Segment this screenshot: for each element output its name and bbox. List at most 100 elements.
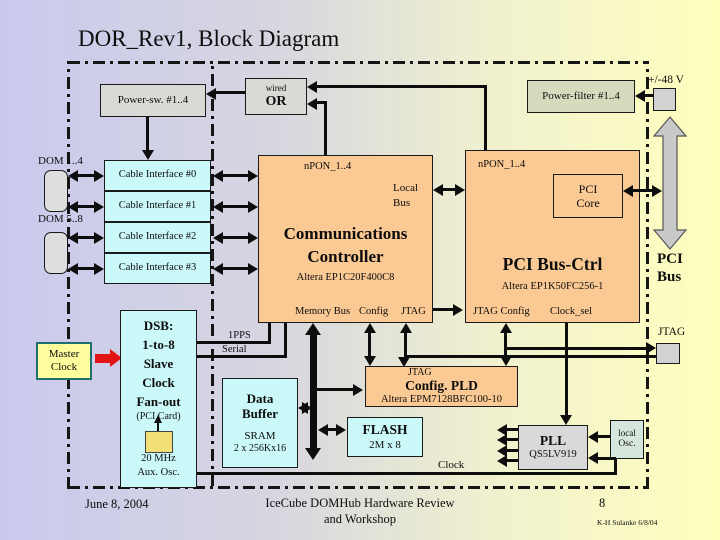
arrowhead	[455, 184, 465, 196]
arrowhead	[213, 232, 223, 244]
arrowhead	[213, 201, 223, 213]
config-pld-box: JTAG Config. PLD Altera EPM7128BFC100-10	[365, 366, 518, 407]
wire	[222, 205, 249, 208]
comm-part-number: Altera EP1C20F400C8	[296, 272, 395, 283]
wire	[565, 323, 568, 416]
cable-interface-2: Cable Interface #2	[104, 222, 211, 253]
footer-credit: K-H Sulanke 6/8/04	[597, 518, 658, 527]
jtag-connector-label: JTAG	[658, 326, 686, 338]
wire	[368, 332, 371, 358]
arrowhead	[623, 185, 633, 197]
pld-part-number: Altera EPM7128BFC100-10	[380, 394, 503, 405]
page-title: DOR_Rev1, Block Diagram	[78, 26, 340, 51]
arrowhead	[68, 232, 78, 244]
wire	[157, 422, 159, 432]
aux-osc-label2: Aux. Osc.	[137, 467, 180, 478]
arrowhead	[248, 232, 258, 244]
arrowhead	[110, 349, 122, 367]
pci-core-label2: Core	[576, 196, 600, 210]
wire	[506, 438, 518, 441]
dsb-line: Fan-out	[136, 394, 181, 409]
wire	[632, 189, 654, 192]
flash-box: FLASH 2M x 8	[347, 417, 423, 457]
arrowhead	[497, 424, 507, 436]
wire	[442, 188, 457, 191]
footer-page-number: 8	[599, 496, 606, 510]
wire	[506, 459, 518, 462]
pci-clocksel-port: Clock_sel	[550, 305, 592, 317]
arrowhead	[248, 170, 258, 182]
cable-interface-0: Cable Interface #0	[104, 160, 211, 191]
pld-jtag-port: JTAG	[408, 367, 432, 378]
arrowhead	[588, 452, 598, 464]
arrowhead	[336, 424, 346, 436]
flash-label: FLASH	[362, 422, 408, 438]
arrowhead	[364, 356, 376, 366]
arrowhead	[497, 445, 507, 457]
pci-bus-label1: PCI	[657, 251, 683, 267]
arrowhead	[560, 415, 572, 425]
wire	[146, 117, 149, 151]
arrowhead	[153, 415, 162, 423]
arrowhead	[588, 431, 598, 443]
arrowhead	[68, 263, 78, 275]
comm-localbus-label2: Bus	[393, 197, 411, 209]
power-filter-label: Power-filter #1..4	[542, 89, 620, 102]
arrowhead	[206, 88, 216, 100]
arrowhead	[364, 323, 376, 333]
cable-interface-1-label: Cable Interface #1	[118, 200, 197, 212]
memory-bus-line	[310, 333, 317, 449]
dom-group2-plug	[44, 232, 68, 274]
arrowhead	[318, 424, 328, 436]
arrowhead	[305, 448, 321, 460]
frame-right	[646, 61, 649, 489]
arrowhead	[497, 455, 507, 467]
cable-interface-3-label: Cable Interface #3	[118, 262, 197, 274]
wire	[77, 236, 96, 239]
wired-label: wired	[265, 82, 287, 93]
arrowhead	[142, 150, 154, 160]
data-buffer-label1: Data	[246, 390, 274, 406]
supply-voltage-label: +/-48 V	[648, 74, 684, 86]
comm-config-port: Config	[359, 305, 389, 317]
arrowhead	[652, 185, 662, 197]
wire	[614, 459, 617, 474]
data-buffer-box: Data Buffer SRAM 2 x 256Kx16	[222, 378, 298, 468]
arrowhead	[248, 263, 258, 275]
pci-npon-label: nPON_1..4	[478, 159, 526, 170]
arrowhead	[646, 342, 656, 354]
wire	[77, 174, 96, 177]
wire	[268, 323, 271, 344]
comm-controller-box: nPON_1..4 Local Bus Communications Contr…	[258, 155, 433, 323]
wire	[317, 388, 354, 391]
supply-bus-arrow	[653, 116, 687, 250]
footer-center-line1: IceCube DOMHub Hardware Review	[265, 496, 455, 510]
pci-title: PCI Bus-Ctrl	[502, 254, 603, 274]
wire	[222, 267, 249, 270]
arrowhead	[213, 263, 223, 275]
cable-interface-1: Cable Interface #1	[104, 191, 211, 222]
wire	[222, 236, 249, 239]
wired-or-box: wired OR	[245, 78, 307, 115]
serial-label: Serial	[222, 344, 247, 355]
pci-jtagconfig-port: JTAG Config	[473, 305, 530, 317]
cable-interface-3: Cable Interface #3	[104, 253, 211, 284]
wire	[484, 86, 487, 150]
power-filter-box: Power-filter #1..4	[527, 80, 635, 113]
comm-localbus-label1: Local	[393, 182, 419, 194]
pld-title: Config. PLD	[405, 378, 478, 393]
dom-group2-label: DOM 5..8	[38, 213, 83, 225]
dom-group1-plug	[44, 170, 68, 212]
arrowhead	[307, 98, 317, 110]
comm-npon-label: nPON_1..4	[304, 161, 352, 172]
wire	[77, 267, 96, 270]
wire	[404, 332, 407, 357]
arrowhead	[94, 263, 104, 275]
data-buffer-label2: Buffer	[241, 406, 279, 422]
wire	[324, 103, 327, 155]
pps-line	[197, 341, 271, 344]
pll-label: PLL	[539, 433, 567, 449]
frame-bottom	[68, 486, 647, 489]
flash-size-label: 2M x 8	[369, 438, 401, 451]
master-clock-label2: Clock	[50, 361, 78, 373]
